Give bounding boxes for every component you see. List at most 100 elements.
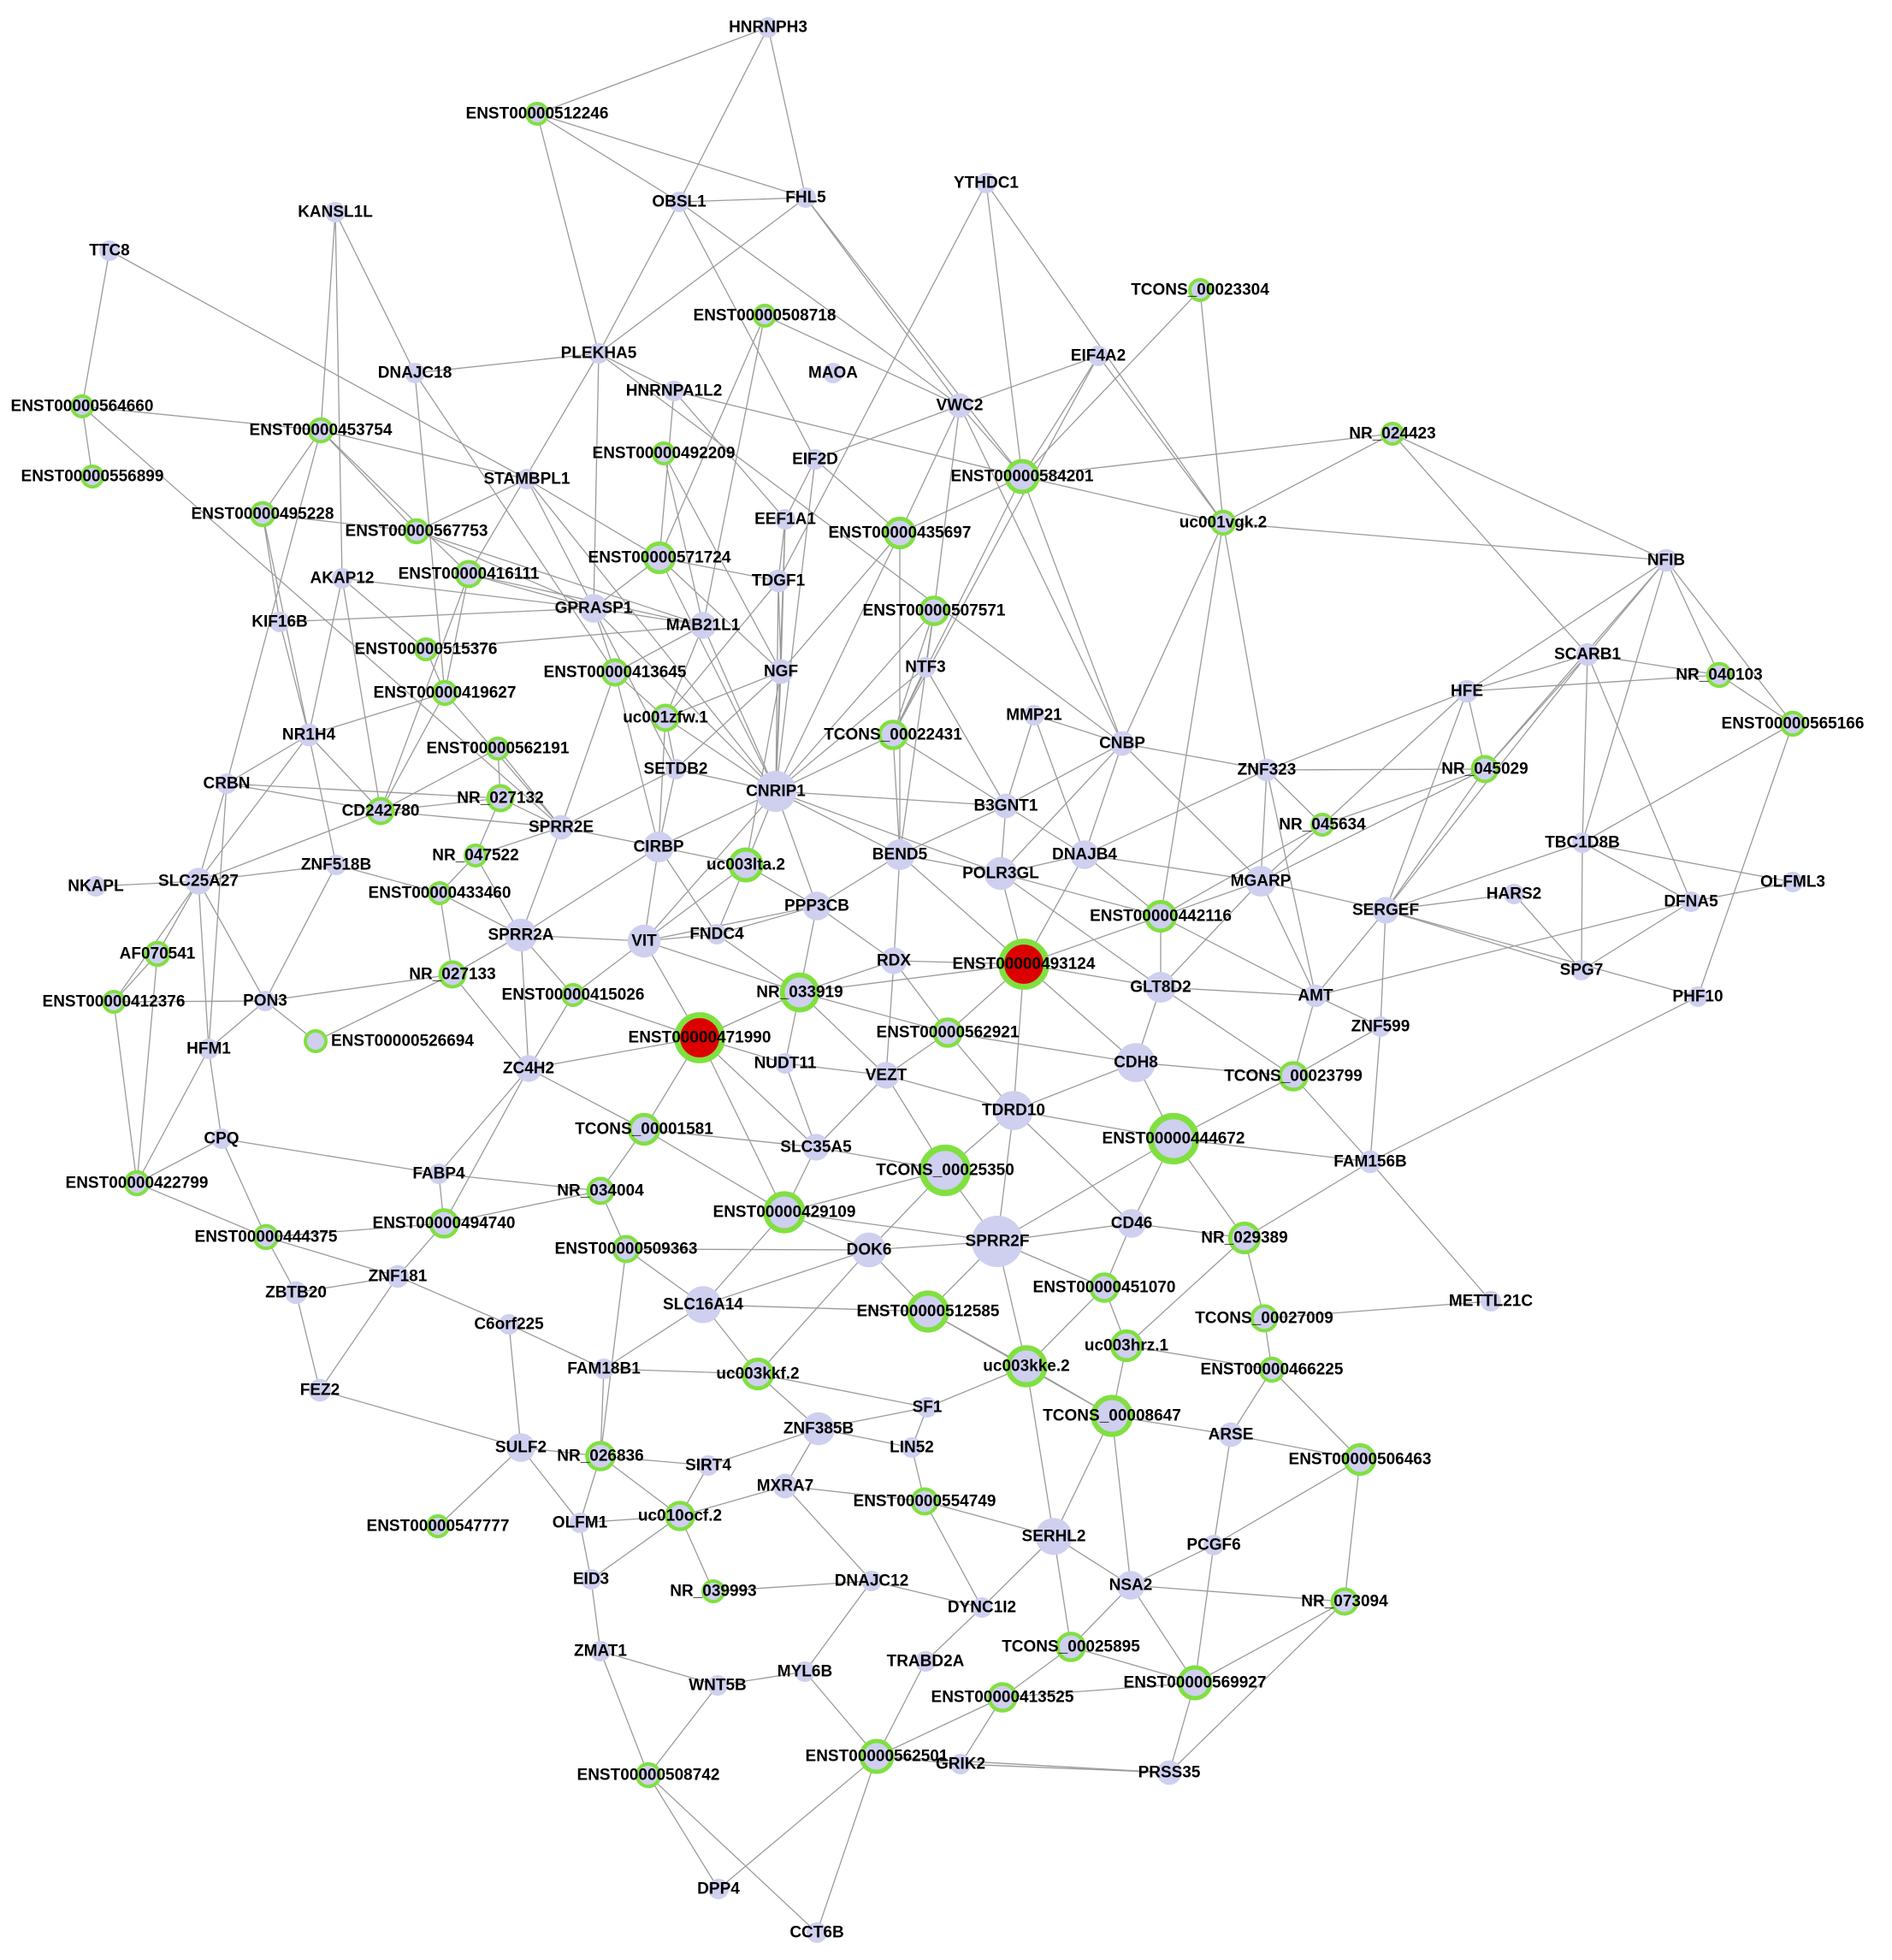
node-znf518b[interactable]	[326, 855, 346, 875]
node-enst00000512585[interactable]	[907, 1290, 949, 1333]
node-eif4a2[interactable]	[1088, 346, 1109, 366]
node-spg7[interactable]	[1571, 960, 1592, 980]
node-olfml3[interactable]	[1783, 872, 1803, 892]
node-enst00000584201[interactable]	[1004, 459, 1040, 494]
node-enst00000493124[interactable]	[998, 939, 1049, 990]
node-enst00000444672[interactable]	[1147, 1112, 1200, 1165]
node-tcons-00022431[interactable]	[878, 719, 908, 750]
node-polr3gl[interactable]	[984, 856, 1018, 891]
node-uc001vgk-2[interactable]	[1209, 509, 1237, 536]
node-eif2d[interactable]	[805, 449, 825, 470]
node-cdh8[interactable]	[1116, 1043, 1156, 1082]
node-enst00000508742[interactable]	[635, 1762, 662, 1789]
node-ttc8[interactable]	[99, 240, 120, 261]
node-enst00000466225[interactable]	[1258, 1356, 1286, 1383]
node-enst00000471990[interactable]	[674, 1012, 725, 1063]
node-znf323[interactable]	[1255, 758, 1279, 782]
node-enst00000492209[interactable]	[652, 441, 676, 465]
node-vezt[interactable]	[872, 1062, 900, 1089]
node-phf10[interactable]	[1688, 986, 1708, 1007]
node-vwc2[interactable]	[947, 393, 973, 418]
node-gprasp1[interactable]	[579, 594, 608, 623]
node-enst00000413525[interactable]	[987, 1682, 1018, 1713]
node-slc25a27[interactable]	[185, 867, 212, 895]
node-fez2[interactable]	[308, 1378, 332, 1402]
node-hars2[interactable]	[1504, 884, 1524, 904]
node-nr-027132[interactable]	[486, 784, 515, 813]
node-olfm1[interactable]	[570, 1513, 590, 1533]
node-ppp3cb[interactable]	[802, 891, 831, 921]
node-enst00000567753[interactable]	[403, 518, 430, 545]
node-cirbp[interactable]	[643, 832, 674, 862]
node-zmat1[interactable]	[590, 1641, 611, 1661]
node-af070541[interactable]	[144, 940, 171, 968]
node-nr1h4[interactable]	[297, 723, 321, 747]
node-cct6b[interactable]	[807, 1922, 827, 1943]
node-znf385b[interactable]	[801, 1412, 836, 1446]
node-cnbp[interactable]	[1109, 731, 1135, 756]
node-nr-024423[interactable]	[1381, 422, 1404, 446]
node-sirt4[interactable]	[698, 1455, 718, 1476]
node-hfe[interactable]	[1455, 679, 1479, 703]
node-enst00000416111[interactable]	[454, 560, 483, 589]
node-sulf2[interactable]	[506, 1433, 535, 1462]
node-grik2[interactable]	[950, 1754, 971, 1774]
node-fhl5[interactable]	[795, 187, 816, 208]
node-hnrnpa1l2[interactable]	[664, 381, 684, 401]
node-sprr2e[interactable]	[548, 814, 574, 840]
node-enst00000419627[interactable]	[431, 679, 458, 707]
node-enst00000435697[interactable]	[883, 516, 917, 550]
node-tcons-00025895[interactable]	[1055, 1631, 1086, 1662]
node-nsa2[interactable]	[1116, 1571, 1145, 1600]
node-cpq[interactable]	[211, 1128, 232, 1149]
node-sergef[interactable]	[1372, 897, 1399, 924]
node-enst00000556899[interactable]	[80, 465, 104, 489]
node-wnt5b[interactable]	[707, 1675, 728, 1696]
node-lin52[interactable]	[902, 1437, 922, 1458]
node-enst00000495228[interactable]	[249, 500, 276, 528]
node-amt[interactable]	[1304, 984, 1327, 1008]
node-glt8d2[interactable]	[1145, 972, 1176, 1003]
node-enst00000547777[interactable]	[426, 1514, 450, 1538]
node-tdgf1[interactable]	[766, 569, 790, 593]
node-nr-047522[interactable]	[464, 844, 488, 867]
node-fam18b1[interactable]	[594, 1359, 614, 1379]
node-enst00000429109[interactable]	[763, 1191, 806, 1234]
node-b3gnt1[interactable]	[993, 793, 1019, 819]
node-eef1a1[interactable]	[775, 509, 795, 530]
node-bend5[interactable]	[884, 839, 915, 870]
node-uc003kke-2[interactable]	[1005, 1345, 1048, 1388]
node-enst00000526694[interactable]	[304, 1029, 328, 1053]
node-serhl2[interactable]	[1035, 1518, 1073, 1555]
node-enst00000564660[interactable]	[70, 394, 94, 418]
node-enst00000515376[interactable]	[414, 637, 438, 661]
node-crbn[interactable]	[216, 773, 237, 794]
node-pon3[interactable]	[255, 991, 275, 1011]
node-uc010ocf-2[interactable]	[665, 1501, 695, 1531]
node-maoa[interactable]	[823, 363, 843, 383]
node-enst00000571724[interactable]	[642, 541, 677, 575]
node-tcons-00023799[interactable]	[1278, 1061, 1309, 1092]
node-nfib[interactable]	[1654, 548, 1678, 572]
node-ntf3[interactable]	[915, 657, 936, 678]
node-enst00000442116[interactable]	[1144, 899, 1178, 933]
node-enst00000451070[interactable]	[1089, 1272, 1120, 1303]
node-myl6b[interactable]	[795, 1661, 815, 1682]
node-c6orf225[interactable]	[499, 1314, 519, 1335]
node-nr-040103[interactable]	[1706, 661, 1733, 689]
node-nkapl[interactable]	[86, 876, 106, 897]
node-plekha5[interactable]	[588, 343, 609, 364]
node-fndc4[interactable]	[707, 924, 727, 944]
node-eid3[interactable]	[581, 1569, 601, 1590]
node-fam156b[interactable]	[1358, 1150, 1382, 1174]
node-tcons-00027009[interactable]	[1250, 1304, 1279, 1333]
node-zbtb20[interactable]	[284, 1281, 308, 1305]
node-tbc1d8b[interactable]	[1572, 832, 1593, 853]
node-mmp21[interactable]	[1024, 705, 1044, 725]
node-vit[interactable]	[627, 924, 661, 958]
node-ythdc1[interactable]	[976, 173, 996, 193]
node-tcons-00008647[interactable]	[1091, 1395, 1133, 1437]
node-nr-029389[interactable]	[1227, 1221, 1262, 1255]
node-dfna5[interactable]	[1681, 891, 1701, 912]
node-arse[interactable]	[1218, 1422, 1244, 1448]
